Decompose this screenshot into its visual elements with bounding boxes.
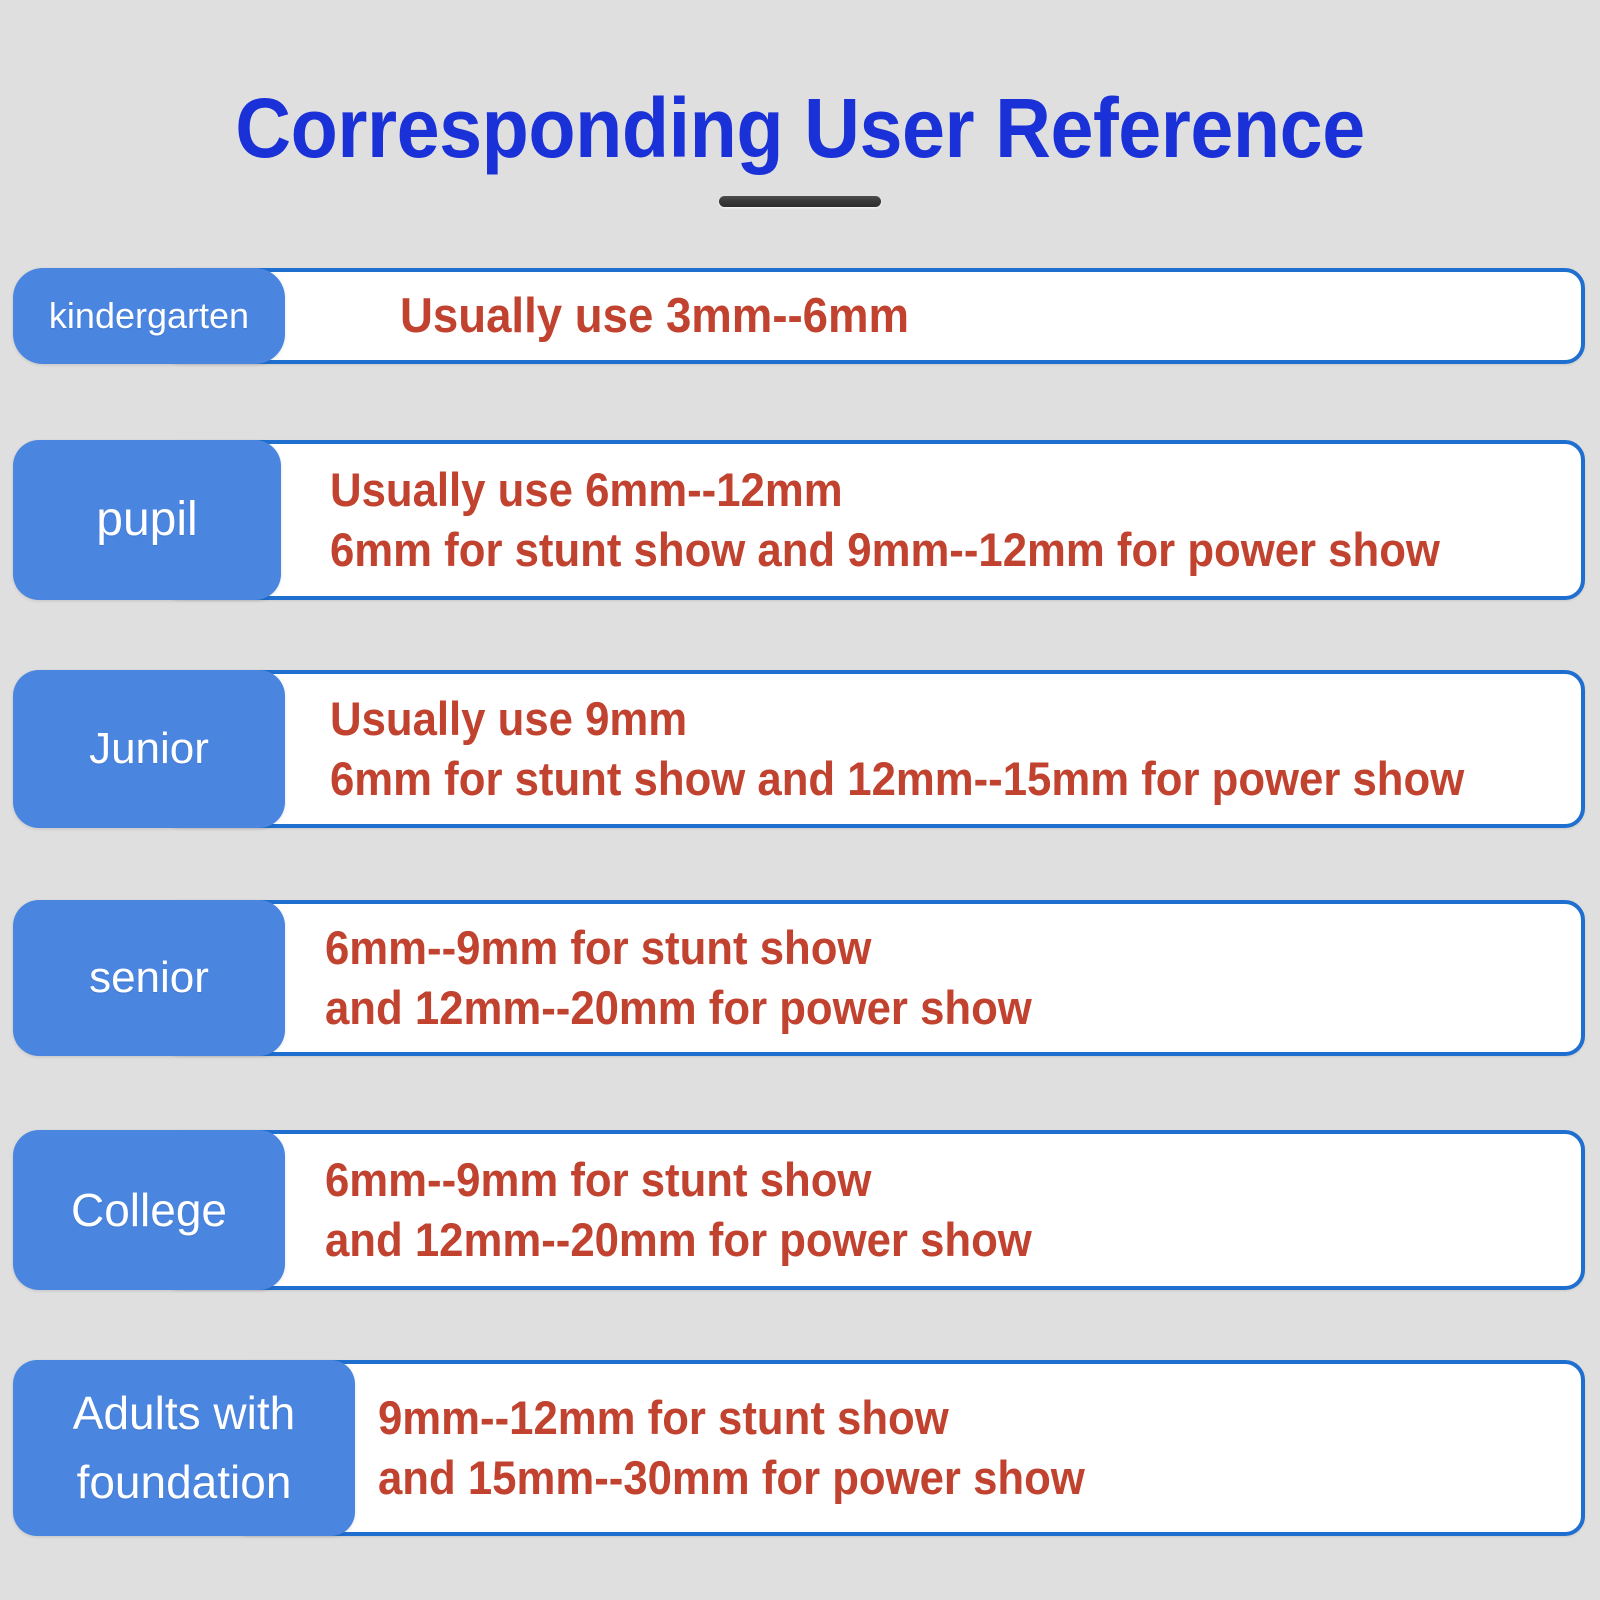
row-body-line: Usually use 9mm [330,691,688,745]
row-label-text: pupil [96,493,198,547]
reference-row: senior 6mm--9mm for stunt show and 12mm-… [0,900,1600,1056]
reference-row: Junior Usually use 9mm 6mm for stunt sho… [0,670,1600,828]
row-body-line: Usually use 6mm--12mm [330,462,843,516]
row-label-text: kindergarten [48,295,250,337]
row-label-text: senior [89,952,209,1002]
row-label-text: Adults with foundation [72,1387,296,1508]
header: Corresponding User Reference [0,86,1600,207]
row-label-pill[interactable]: Junior [13,670,285,828]
row-card [160,440,1585,600]
reference-row-list: kindergarten Usually use 3mm--6mm pupil … [0,258,1600,1536]
row-body: 6mm--9mm for stunt show and 12mm--20mm f… [325,1130,1570,1290]
row-label-pill[interactable]: College [13,1130,285,1290]
row-body-line: 9mm--12mm for stunt show [378,1390,949,1444]
row-label-pill[interactable]: Adults with foundation [13,1360,355,1536]
row-body-line: 6mm--9mm for stunt show [325,1152,872,1206]
row-card [160,268,1585,364]
reference-row: kindergarten Usually use 3mm--6mm [0,268,1600,364]
reference-row: pupil Usually use 6mm--12mm 6mm for stun… [0,440,1600,600]
row-body-line: 6mm for stunt show and 9mm--12mm for pow… [330,523,1440,576]
row-body-line: and 12mm--20mm for power show [325,981,1032,1034]
row-body: Usually use 3mm--6mm [400,268,1570,364]
row-card [230,1360,1585,1536]
row-label-pill[interactable]: pupil [13,440,281,600]
row-label-text: College [71,1183,227,1236]
title-divider [719,196,881,207]
row-label-text: Junior [89,723,209,773]
reference-row: Adults with foundation 9mm--12mm for stu… [0,1360,1600,1536]
row-body-line: 6mm for stunt show and 12mm--15mm for po… [330,752,1465,805]
row-body: 9mm--12mm for stunt show and 15mm--30mm … [378,1360,1570,1536]
page-title: Corresponding User Reference [235,81,1365,175]
row-body-line: 6mm--9mm for stunt show [325,920,872,974]
row-label-pill[interactable]: kindergarten [13,268,285,364]
row-body-line: Usually use 3mm--6mm [400,288,910,343]
row-label-pill[interactable]: senior [13,900,285,1056]
row-card [160,670,1585,828]
row-card [160,1130,1585,1290]
row-body: 6mm--9mm for stunt show and 12mm--20mm f… [325,900,1570,1056]
row-card [160,900,1585,1056]
row-body-line: and 12mm--20mm for power show [325,1213,1032,1266]
row-body: Usually use 6mm--12mm 6mm for stunt show… [330,440,1570,600]
row-body-line: and 15mm--30mm for power show [378,1451,1085,1504]
reference-row: College 6mm--9mm for stunt show and 12mm… [0,1130,1600,1290]
row-body: Usually use 9mm 6mm for stunt show and 1… [330,670,1570,828]
